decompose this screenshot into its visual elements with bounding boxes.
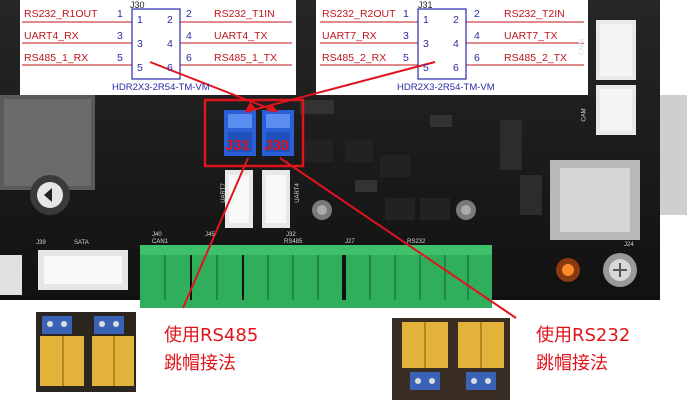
pin-j30-2-outside: 2 — [186, 8, 192, 20]
net-uart7-rx: UART7_RX — [322, 30, 377, 42]
schematic-j31-part: HDR2X3-2R54-TM-VM — [397, 82, 495, 93]
pin-j31-5-outside: 5 — [403, 52, 409, 64]
terminal-blocks — [140, 245, 492, 307]
pin-j30-2: 2 — [167, 14, 173, 26]
pin-j31-6: 6 — [453, 62, 459, 74]
jumper-j31 — [224, 110, 256, 156]
silk-j27: J27 — [345, 239, 355, 245]
caption-rs485-line1: 使用RS485 — [164, 325, 259, 346]
silk-rs232: RS232 — [407, 239, 426, 245]
pin-j31-6-outside: 6 — [474, 52, 480, 64]
net-rs232-r2out: RS232_R2OUT — [322, 8, 396, 20]
pin-j30-3: 3 — [137, 38, 143, 50]
pin-j31-3-outside: 3 — [403, 30, 409, 42]
pin-j30-6: 6 — [167, 62, 173, 74]
silk-sata: SATA — [74, 240, 89, 246]
silk-can1: CAN1 — [152, 239, 169, 245]
net-uart7-tx: UART7_TX — [504, 30, 558, 42]
net-rs485-2-tx: RS485_2_TX — [504, 52, 568, 64]
rs232-jumper-photo — [392, 318, 510, 400]
silk-uart7: UART7 — [220, 183, 227, 203]
pin-j31-5: 5 — [423, 62, 429, 74]
net-rs232-t2in: RS232_T2IN — [504, 8, 565, 20]
caption-rs232: 使用RS232 跳帽接法 — [536, 322, 630, 378]
pin-j30-6-outside: 6 — [186, 52, 192, 64]
jumper-label-j30: J30 — [264, 137, 290, 154]
jumper-highlight-box — [203, 98, 305, 168]
pcb-edge — [660, 95, 687, 215]
net-rs232-t1in: RS232_T1IN — [214, 8, 275, 20]
schematic-j30-ref: J30 — [130, 0, 145, 10]
rs485-jumper-photo — [36, 312, 136, 392]
pin-j31-2: 2 — [453, 14, 459, 26]
pin-j30-1-outside: 1 — [117, 8, 123, 20]
silk-cam: CAM — [581, 108, 588, 122]
header-symbol-j31 — [417, 8, 467, 80]
net-rs485-1-rx: RS485_1_RX — [24, 52, 89, 64]
pin-j31-4-outside: 4 — [474, 30, 480, 42]
pin-j30-4-outside: 4 — [186, 30, 192, 42]
silk-j24: J24 — [624, 242, 634, 248]
pin-j31-4: 4 — [453, 38, 459, 50]
jumper-j30 — [262, 110, 294, 156]
jumper-label-j31: J31 — [225, 137, 251, 154]
caption-rs232-line2: 跳帽接法 — [536, 353, 608, 374]
pin-j30-4: 4 — [167, 38, 173, 50]
caption-rs485: 使用RS485 跳帽接法 — [164, 322, 258, 378]
silk-uart4: UART4 — [294, 183, 301, 203]
pin-j31-2-outside: 2 — [474, 8, 480, 20]
net-uart4-rx: UART4_RX — [24, 30, 79, 42]
caption-rs232-line1: 使用RS232 — [536, 325, 631, 346]
silk-rs485: RS485 — [284, 239, 303, 245]
silk-j39: J39 — [36, 240, 46, 246]
pin-j31-3: 3 — [423, 38, 429, 50]
caption-rs485-line2: 跳帽接法 — [164, 353, 236, 374]
net-rs232-r1out: RS232_R1OUT — [24, 8, 98, 20]
pin-j31-1: 1 — [423, 14, 429, 26]
pin-j30-5-outside: 5 — [117, 52, 123, 64]
net-rs485-2-rx: RS485_2_RX — [322, 52, 387, 64]
pin-j30-1: 1 — [137, 14, 143, 26]
net-rs485-1-tx: RS485_1_TX — [214, 52, 278, 64]
schematic-j30-part: HDR2X3-2R54-TM-VM — [112, 82, 210, 93]
silk-cam4: CAM4 — [579, 38, 586, 56]
net-uart4-tx: UART4_TX — [214, 30, 268, 42]
pin-j30-3-outside: 3 — [117, 30, 123, 42]
silk-j40: J40 — [152, 232, 162, 238]
pin-j30-5: 5 — [137, 62, 143, 74]
header-symbol-j30 — [131, 8, 181, 80]
schematic-j31-ref: J31 — [418, 0, 433, 10]
silk-j45: J45 — [205, 232, 215, 238]
silk-j32: J32 — [286, 232, 296, 238]
pin-j31-1-outside: 1 — [403, 8, 409, 20]
